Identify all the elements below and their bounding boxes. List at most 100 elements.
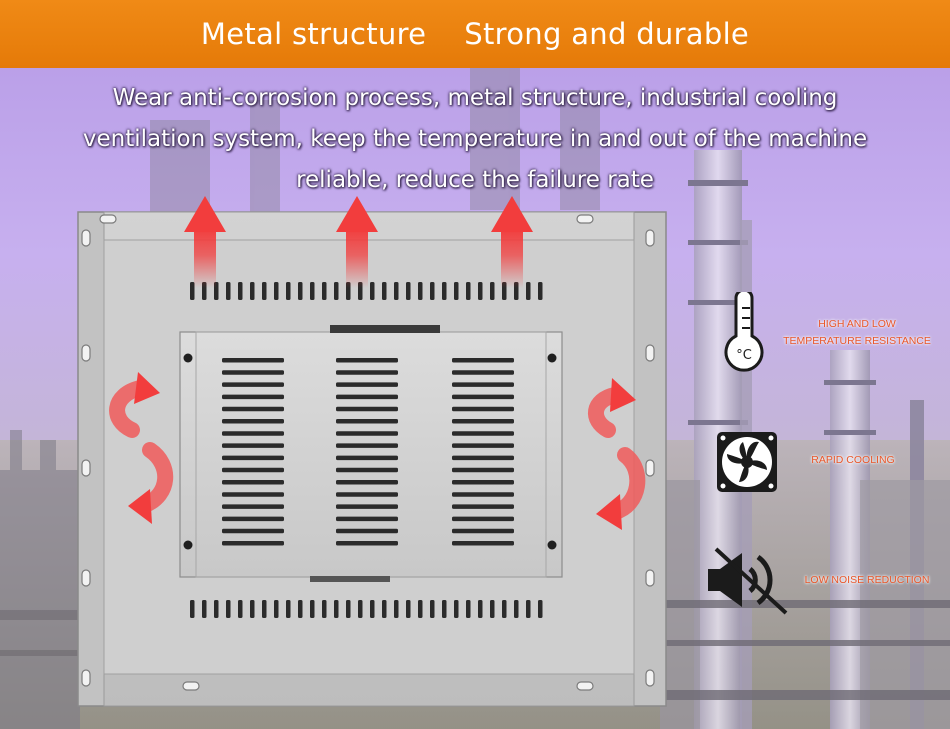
vent-slot [394,600,399,618]
vent-slot [466,282,471,300]
vent-slot [454,600,459,618]
vent-slot [336,492,398,497]
vent-slot [452,492,514,497]
back-plate [179,331,563,578]
vent-slot [222,528,284,534]
vent-slot [286,282,291,300]
vent-slot [222,455,284,461]
vent-slot [262,600,267,618]
vent-slot [274,282,279,300]
vent-slot [526,282,531,300]
feature-label-noise-line1: LOW NOISE REDUCTION [804,574,930,586]
vent-slot [214,600,219,618]
vent-slot [490,282,495,300]
vent-slot [190,600,195,618]
vent-slot [514,600,519,618]
vent-slot [382,282,387,300]
vent-slot [238,282,243,300]
vent-slot [222,431,284,436]
vent-slot [418,600,423,618]
vent-slot [222,541,284,546]
vent-slot [452,431,514,436]
vent-slot [310,282,315,300]
vent-slot [454,282,459,300]
vent-slot [336,406,398,412]
vent-slot [538,600,543,618]
vent-slot [336,394,398,400]
vent-slot [452,504,514,509]
vent-slot [322,282,327,300]
vent-slot [452,419,514,424]
vent-slot [226,600,231,618]
vent-slot [452,455,514,461]
vent-slot [336,419,398,424]
vent-slot [222,358,284,363]
vent-slot [382,600,387,618]
vent-slot [238,600,243,618]
vent-slot [262,282,267,300]
description-line-1: Wear anti-corrosion process, metal struc… [112,85,838,111]
vent-slot [370,282,375,300]
vent-slot [222,382,284,387]
airflow-up-arrows [184,196,533,288]
vent-slot [336,382,398,387]
vent-slot [222,443,284,448]
feature-label-temperature-line2: TEMPERATURE RESISTANCE [783,335,931,347]
banner-title-right: Strong and durable [464,17,750,51]
vent-slot [442,282,447,300]
vent-slot [336,528,398,534]
vent-slot [370,600,375,618]
vent-slot [336,431,398,436]
vent-slot [222,516,284,522]
vent-slot [250,282,255,300]
vent-slot [298,600,303,618]
vent-slot [526,600,531,618]
vent-slot [358,600,363,618]
vent-slot [222,370,284,375]
vent-slot [430,600,435,618]
vent-slot [222,480,284,485]
bottom-vent-slots [190,600,543,618]
thermometer-unit: °C [736,348,752,363]
vent-slot [336,443,398,448]
vent-slot [222,406,284,412]
plate-vent-slots [222,358,514,546]
vent-slot [336,358,398,363]
vent-slot [466,600,471,618]
vent-slot [336,467,398,473]
description-line-3: reliable, reduce the failure rate [296,167,654,193]
vent-slot [478,600,483,618]
vent-slot [452,394,514,400]
vent-slot [406,282,411,300]
airflow-circular-arrows-right [588,378,646,530]
vent-slot [334,282,339,300]
banner-title-left: Metal structure [200,17,427,51]
feature-label-temperature: HIGH AND LOW TEMPERATURE RESISTANCE [772,316,942,350]
vent-slot [418,282,423,300]
vent-slot [406,600,411,618]
vent-slot [336,541,398,546]
description-line-2: ventilation system, keep the temperature… [82,126,868,152]
vent-slot [452,516,514,522]
vent-slot [226,282,231,300]
vent-slot [336,480,398,485]
vent-slot [452,443,514,448]
vent-slot [452,541,514,546]
vent-slot [452,528,514,534]
vent-slot [336,370,398,375]
description-text: Wear anti-corrosion process, metal struc… [40,78,910,201]
vent-slot [222,492,284,497]
vent-slot [452,467,514,473]
airflow-circular-arrows-left [109,372,174,524]
cooling-fan-icon [717,432,777,492]
vent-slot [502,600,507,618]
title-banner: Metal structure Strong and durable [0,0,950,68]
vent-slot [322,600,327,618]
vent-slot [286,600,291,618]
feature-label-noise: LOW NOISE REDUCTION [792,572,942,589]
vent-slot [222,504,284,509]
top-vent-slots [190,282,543,300]
vent-slot [222,467,284,473]
vent-slot [452,358,514,363]
